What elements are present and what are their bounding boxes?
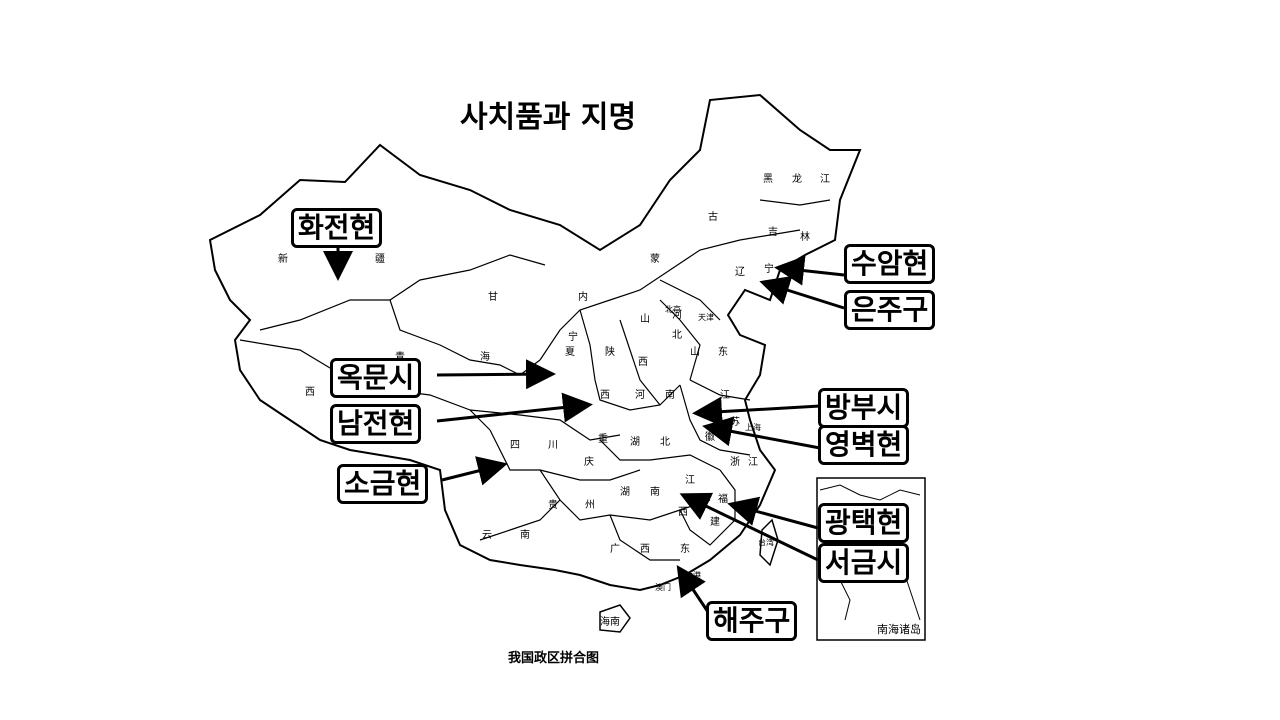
marker-label-namjeon: 남전현 [330, 404, 422, 444]
prov-char: 东 [680, 542, 690, 555]
province-boundaries [239, 199, 831, 561]
marker-label-yeongbyeok: 영벽현 [818, 425, 910, 465]
prov-char: 湖 [620, 486, 630, 498]
taiwan-island [759, 518, 779, 567]
arrow-gwangtaek [727, 496, 819, 530]
prov-char: 山 [640, 313, 650, 325]
prov-char: 徽 [705, 430, 715, 443]
marker-label-seogeum: 서금시 [818, 543, 910, 583]
prov-char: 陕 [605, 345, 615, 358]
prov-char: 山 [690, 346, 700, 358]
marker-label-okmun: 옥문시 [330, 358, 422, 398]
arrow-okmun [436, 359, 556, 390]
marker-label-suam: 수암현 [844, 244, 936, 284]
prov-char: 疆 [375, 253, 385, 265]
prov-char: 云 [482, 530, 492, 541]
prov-char: 辽 [735, 266, 745, 278]
prov-char: 州 [585, 499, 595, 511]
marker-label-haeju: 해주구 [706, 601, 798, 641]
prov-char: 河 [672, 309, 682, 321]
prov-char: 西 [305, 387, 315, 398]
prov-char: 建 [710, 515, 720, 528]
prov-char: 湖 [630, 436, 640, 448]
arrow-sogeum [441, 456, 508, 486]
prov-char: 黑 [763, 173, 773, 185]
prov-char: 宁 [568, 330, 578, 343]
prov-char: 新 [278, 252, 288, 265]
marker-label-hwajeon: 화전현 [291, 208, 383, 248]
prov-char: 福 [718, 492, 728, 505]
prov-char: 西 [678, 507, 688, 518]
prov-char: 浙 [730, 456, 740, 468]
china-outline [208, 93, 862, 592]
prov-char: 川 [548, 440, 558, 451]
prov-char: 庆 [584, 455, 594, 468]
prov-char: 林 [800, 230, 810, 243]
prov-char: 河 [635, 389, 645, 401]
arrow-haeju [676, 565, 710, 613]
prov-char: 上海 [745, 422, 761, 432]
inset-label: 南海诸岛 [877, 622, 921, 636]
prov-char: 青 [395, 350, 405, 363]
prov-char: 蒙 [650, 252, 660, 265]
prov-char: 四 [510, 440, 520, 451]
arrow-namjeon [436, 392, 593, 423]
prov-char: 西 [638, 357, 648, 368]
prov-char: 西 [600, 390, 610, 401]
prov-char: 江 [685, 474, 695, 486]
prov-char: 海南 [600, 615, 620, 628]
prov-char: 广 [610, 543, 620, 555]
prov-char: 南 [520, 528, 530, 541]
marker-label-eunju: 은주구 [844, 290, 936, 330]
arrow-banbu [692, 396, 821, 427]
slide-title: 사치품과 지명 [460, 100, 637, 135]
prov-char: 澳门 [655, 582, 671, 592]
prov-char: 海 [480, 350, 490, 363]
prov-char: 内 [578, 290, 588, 303]
arrow-suam [774, 255, 845, 286]
prov-char: 天津 [698, 312, 714, 322]
prov-char: 台湾 [758, 537, 774, 547]
prov-char: 宁 [764, 262, 774, 275]
prov-char: 东 [718, 345, 728, 358]
province-name-layer: 新 疆 黑 龙 江 吉 林 辽 宁 内 蒙 古 甘 青 海 西 四 川 云 南 … [278, 172, 830, 628]
marker-label-banbu: 방부시 [818, 388, 910, 428]
prov-char: 古 [708, 210, 718, 223]
map-caption: 我国政区拼合图 [508, 651, 600, 666]
prov-char: 北 [672, 329, 682, 341]
prov-char: 北京 [665, 304, 681, 314]
prov-char: 苏 [730, 415, 740, 428]
prov-char: 甘 [488, 290, 498, 303]
prov-char: 南 [650, 485, 660, 498]
prov-char: 夏 [565, 346, 575, 358]
prov-char: 南 [665, 388, 675, 401]
prov-char: 江 [748, 456, 758, 468]
prov-char: 江 [820, 173, 830, 185]
arrow-yeongbyeok [702, 416, 821, 450]
marker-label-gwangtaek: 광택현 [818, 503, 910, 543]
prov-char: 北 [660, 436, 670, 448]
prov-char: 吉 [768, 226, 778, 238]
arrow-eunju [759, 275, 845, 310]
prov-char: 江 [720, 389, 730, 401]
prov-char: 西 [640, 544, 650, 555]
marker-label-sogeum: 소금현 [337, 464, 429, 504]
arrow-seogeum [679, 492, 819, 562]
prov-char: 贵 [548, 498, 558, 511]
prov-char: 重 [598, 432, 608, 445]
marker-arrows [323, 247, 845, 613]
prov-char: 龙 [792, 172, 802, 185]
hainan-island [599, 604, 631, 633]
